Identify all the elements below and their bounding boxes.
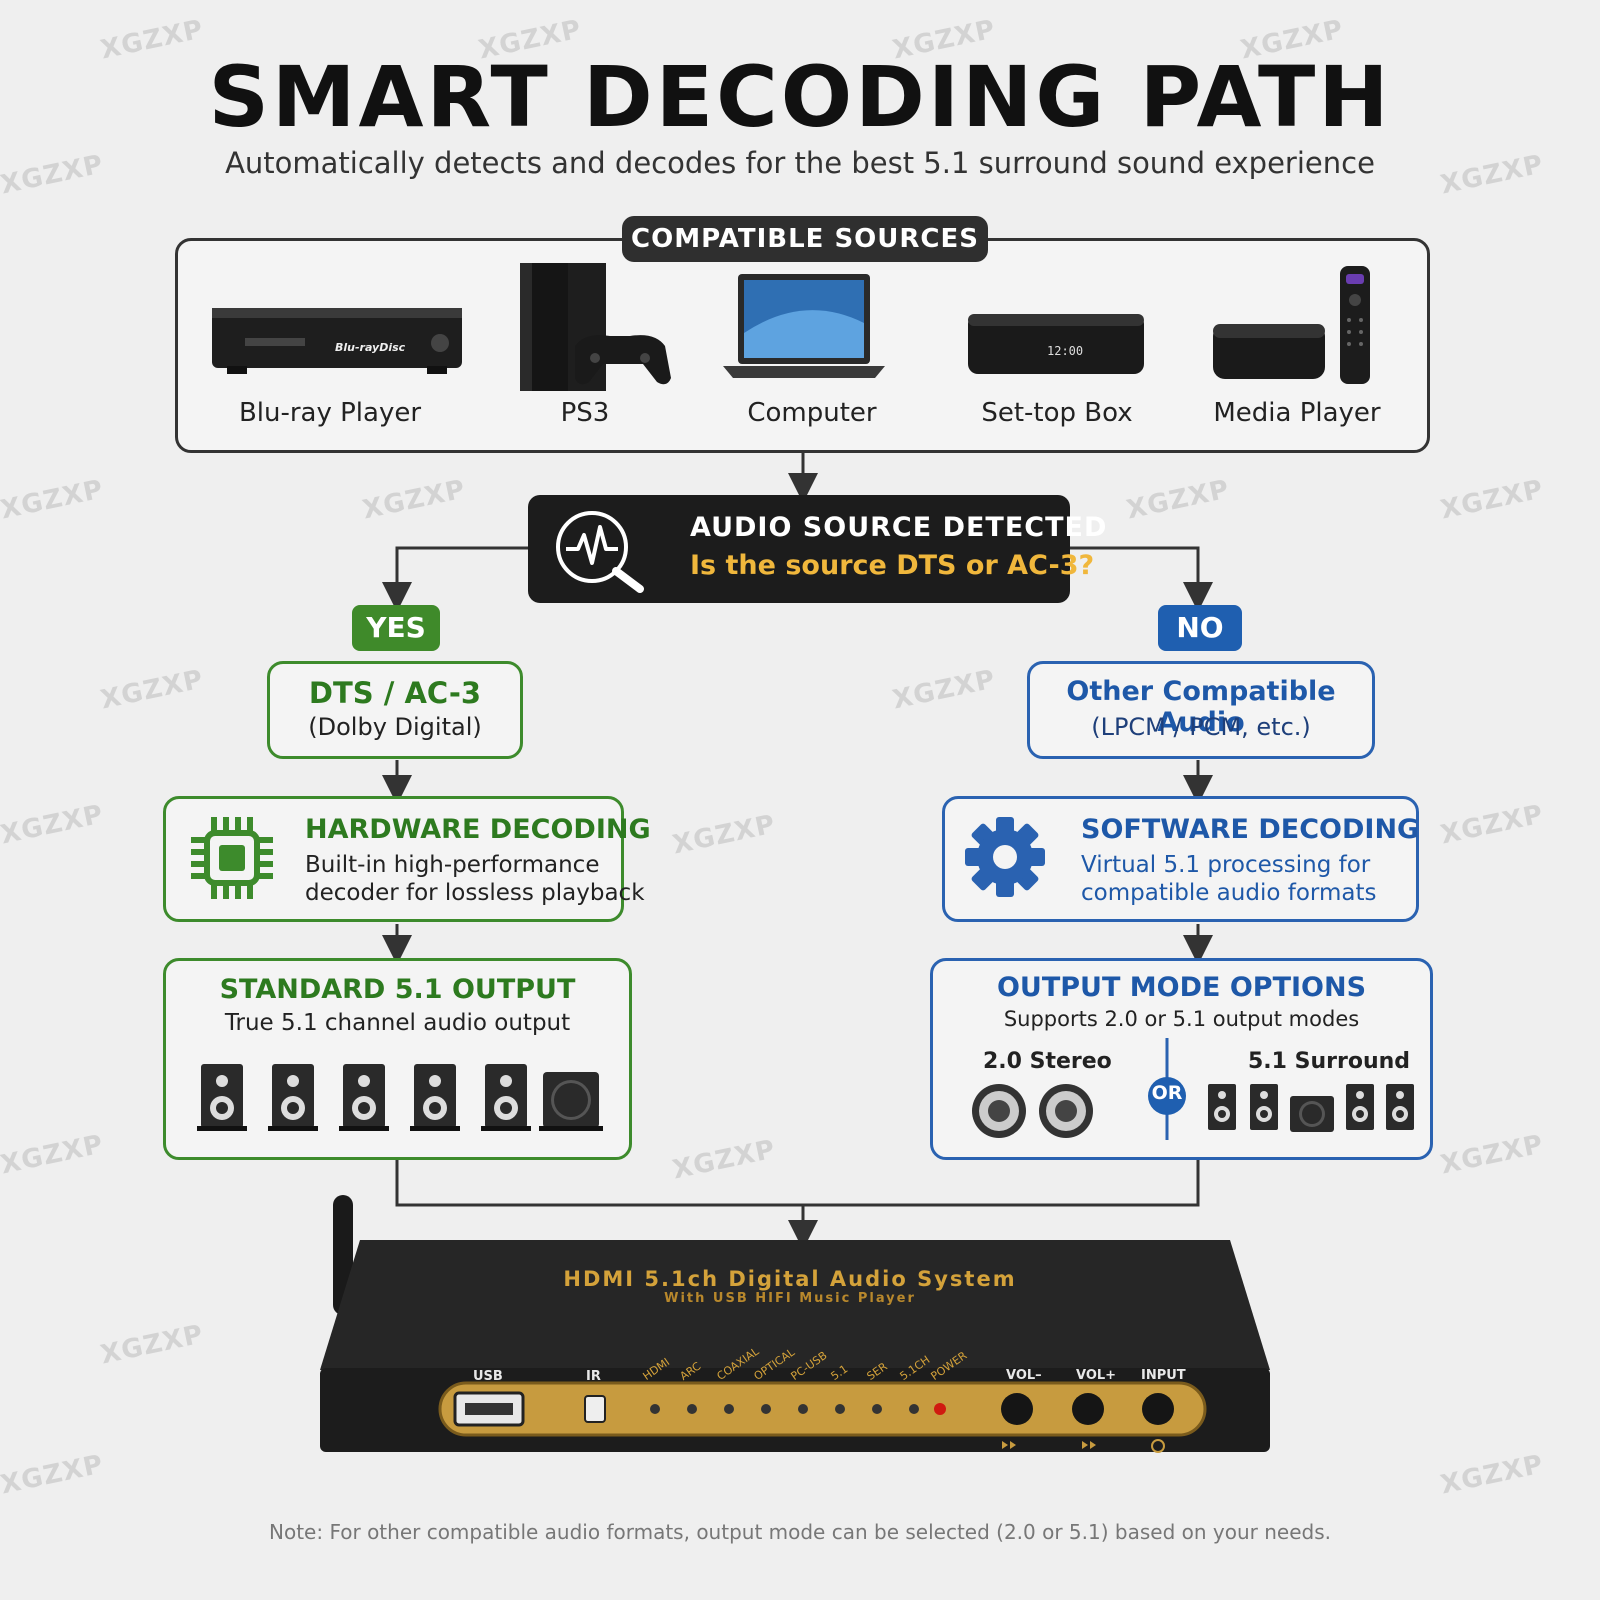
speaker-icon — [481, 1064, 531, 1131]
software-decoding-line2: compatible audio formats — [1081, 880, 1377, 906]
waveform-magnifier-icon — [556, 511, 644, 593]
standard-output-sub: True 5.1 channel audio output — [224, 1010, 571, 1036]
previous-icon — [1002, 1441, 1016, 1449]
source-label-ps3: PS3 — [560, 398, 610, 428]
footnote: Note: For other compatible audio formats… — [269, 1520, 1331, 1544]
vol-up-knob — [1072, 1393, 1104, 1425]
speaker-icon — [268, 1064, 318, 1131]
page-subtitle: Automatically detects and decodes for th… — [225, 146, 1375, 180]
or-label: OR — [1151, 1082, 1183, 1104]
sources-illustrations: Blu-rayDisc 12:00 — [212, 263, 1370, 391]
ir-sensor-icon — [584, 1395, 606, 1423]
hardware-decoding-title: HARDWARE DECODING — [305, 814, 651, 845]
detect-question: Is the source DTS or AC-3? — [690, 550, 1095, 581]
stereo-speaker-icon — [972, 1084, 1026, 1138]
device-ir-label: IR — [586, 1369, 601, 1384]
surround-speaker-icon — [1208, 1084, 1236, 1130]
device-vol-up-label: VOL+ — [1076, 1368, 1117, 1383]
other-format-box — [1027, 661, 1375, 759]
surround-speaker-icon — [1386, 1084, 1414, 1130]
detect-box — [528, 495, 1070, 603]
speaker-icon — [410, 1064, 460, 1131]
other-format-sub: (LPCM / PCM, etc.) — [1091, 713, 1311, 741]
power-led — [934, 1403, 946, 1415]
detect-title: AUDIO SOURCE DETECTED — [690, 512, 1108, 543]
arrow-detect-to-no — [1070, 546, 1213, 612]
device-title: HDMI 5.1ch Digital Audio System — [563, 1267, 1017, 1291]
device-subtitle: With USB HIFI Music Player — [664, 1291, 916, 1306]
next-icon — [1082, 1441, 1096, 1449]
software-decoding-line1: Virtual 5.1 processing for — [1081, 852, 1371, 878]
gear-icon — [965, 817, 1045, 897]
device-vol-down-label: VOL– — [1006, 1368, 1042, 1383]
output-mode-title: OUTPUT MODE OPTIONS — [996, 972, 1367, 1003]
no-tag: NO — [1158, 605, 1242, 651]
software-decoding-title: SOFTWARE DECODING — [1081, 814, 1420, 845]
line-left-to-device — [395, 1160, 803, 1207]
dts-format-title: DTS / AC-3 — [308, 676, 482, 710]
source-label-media-player: Media Player — [1213, 398, 1381, 428]
surround-subwoofer-icon — [1290, 1096, 1334, 1132]
blu-ray-brand: Blu-rayDisc — [335, 341, 406, 354]
device-input-label: INPUT — [1141, 1368, 1186, 1383]
audio-decoder-device — [320, 1195, 1270, 1453]
stereo-speaker-icon — [1039, 1084, 1093, 1138]
laptop-icon — [723, 274, 885, 378]
power-icon — [1151, 1439, 1165, 1453]
hardware-decoding-line2: decoder for lossless playback — [305, 880, 645, 906]
set-top-box-display: 12:00 — [1047, 344, 1083, 358]
speaker-icon — [339, 1064, 389, 1131]
input-knob — [1142, 1393, 1174, 1425]
hardware-decoding-line1: Built-in high-performance — [305, 852, 600, 878]
source-label-blu-ray: Blu-ray Player — [238, 398, 422, 428]
source-label-set-top-box: Set-top Box — [981, 398, 1133, 428]
output-mode-sub: Supports 2.0 or 5.1 output modes — [1003, 1007, 1360, 1031]
surround-speaker-icon — [1346, 1084, 1374, 1130]
output-mode-illustrations — [972, 1038, 1414, 1140]
stereo-label: 2.0 Stereo — [983, 1049, 1112, 1074]
sources-header: COMPATIBLE SOURCES — [622, 216, 988, 262]
line-right-to-device — [803, 1160, 1200, 1207]
set-top-box-icon: 12:00 — [968, 314, 1144, 374]
surround-label: 5.1 Surround — [1248, 1049, 1411, 1074]
dts-format-box — [267, 661, 523, 759]
subwoofer-icon — [539, 1072, 603, 1131]
vol-down-knob — [1001, 1393, 1033, 1425]
standard-output-title: STANDARD 5.1 OUTPUT — [219, 974, 576, 1005]
arrow-detect-to-yes — [382, 546, 528, 612]
surround-speaker-icon — [1250, 1084, 1278, 1130]
dts-format-sub: (Dolby Digital) — [308, 713, 482, 741]
source-label-computer: Computer — [747, 398, 877, 428]
device-usb-label: USB — [473, 1369, 503, 1384]
speaker-icon — [197, 1064, 247, 1131]
blu-ray-player-icon: Blu-rayDisc — [212, 308, 462, 374]
other-format-title: Other Compatible Audio — [1066, 676, 1336, 738]
page-title: SMART DECODING PATH — [208, 48, 1392, 146]
yes-tag: YES — [352, 605, 440, 651]
media-player-icon — [1213, 266, 1370, 384]
chip-icon — [191, 817, 273, 899]
standard-speakers — [197, 1064, 603, 1131]
ps3-console-icon — [520, 263, 671, 391]
